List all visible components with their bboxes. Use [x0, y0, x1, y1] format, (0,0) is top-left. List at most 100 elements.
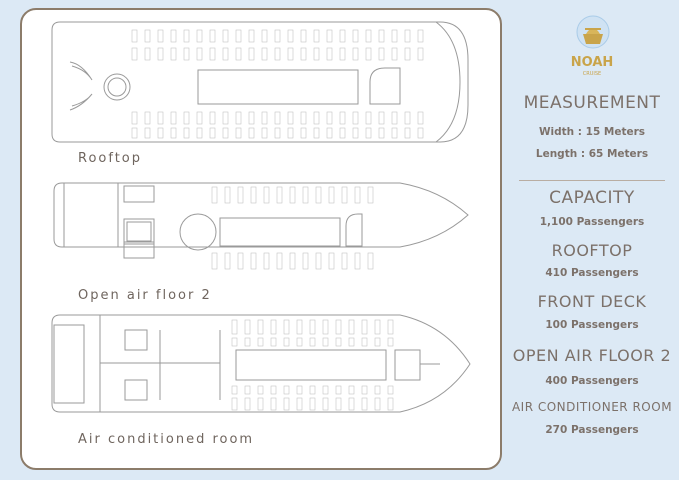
- seat-group: [361, 337, 368, 347]
- seat-group: [211, 186, 218, 204]
- seat-group: [283, 397, 290, 411]
- seat-group: [322, 385, 329, 395]
- seat-group: [235, 111, 242, 125]
- seat-group: [222, 29, 229, 43]
- seat-group: [231, 319, 238, 335]
- seat-group: [209, 127, 216, 139]
- seat-group: [326, 111, 333, 125]
- seat-group: [348, 319, 355, 335]
- rooftop-title: ROOFTOP: [551, 241, 633, 260]
- seat-group: [313, 127, 320, 139]
- measurement-title: MEASUREMENT: [523, 93, 661, 113]
- seat-group: [339, 47, 346, 61]
- seat-group: [378, 47, 385, 61]
- seat-group: [283, 337, 290, 347]
- seat-group: [157, 127, 164, 139]
- rooftop-value: 410 Passengers: [545, 267, 639, 279]
- front-deck-title: FRONT DECK: [537, 292, 647, 311]
- seat-group: [417, 47, 424, 61]
- seat-group: [237, 252, 244, 270]
- open-air-floor-2-title: OPEN AIR FLOOR 2: [512, 346, 672, 365]
- seat-group: [391, 29, 398, 43]
- seat-group: [274, 111, 281, 125]
- seat-group: [335, 385, 342, 395]
- seat-group: [231, 337, 238, 347]
- seat-group: [144, 111, 151, 125]
- seat-group: [313, 29, 320, 43]
- brand-name: NOAH: [570, 55, 614, 70]
- seat-group: [296, 337, 303, 347]
- seat-group: [378, 127, 385, 139]
- ac-room-title: AIR CONDITIONER ROOM: [511, 400, 673, 414]
- seat-group: [365, 127, 372, 139]
- seat-group: [309, 397, 316, 411]
- seat-group: [354, 186, 361, 204]
- seat-group: [283, 319, 290, 335]
- seat-group: [391, 127, 398, 139]
- seat-group: [196, 111, 203, 125]
- seat-group: [209, 47, 216, 61]
- seat-group: [313, 47, 320, 61]
- seat-group: [300, 29, 307, 43]
- seat-group: [365, 47, 372, 61]
- deck-label-rooftop: Rooftop: [78, 151, 143, 166]
- seat-group: [224, 186, 231, 204]
- seat-group: [387, 397, 394, 411]
- open-air-floor-2-plan: [53, 182, 469, 270]
- seat-group: [183, 29, 190, 43]
- seat-group: [231, 385, 238, 395]
- seat-group: [387, 319, 394, 335]
- seat-group: [276, 186, 283, 204]
- seat-group: [365, 29, 372, 43]
- seat-group: [270, 397, 277, 411]
- seat-group: [235, 47, 242, 61]
- seat-group: [287, 47, 294, 61]
- ac-room-value: 270 Passengers: [545, 424, 639, 436]
- seat-group: [300, 127, 307, 139]
- seat-group: [352, 29, 359, 43]
- seat-group: [261, 29, 268, 43]
- seat-group: [387, 337, 394, 347]
- seat-group: [283, 385, 290, 395]
- seat-group: [287, 111, 294, 125]
- seat-group: [270, 319, 277, 335]
- seat-group: [354, 252, 361, 270]
- seat-group: [339, 127, 346, 139]
- seat-group: [322, 397, 329, 411]
- seat-group: [209, 111, 216, 125]
- seat-group: [404, 127, 411, 139]
- seat-group: [404, 47, 411, 61]
- seat-group: [276, 252, 283, 270]
- seat-group: [257, 397, 264, 411]
- seat-group: [417, 29, 424, 43]
- seat-group: [131, 111, 138, 125]
- seat-group: [322, 319, 329, 335]
- seat-group: [391, 111, 398, 125]
- seat-group: [270, 385, 277, 395]
- seat-group: [302, 252, 309, 270]
- seat-group: [244, 319, 251, 335]
- seat-group: [250, 252, 257, 270]
- seat-group: [263, 252, 270, 270]
- seat-group: [339, 29, 346, 43]
- capacity-total: 1,100 Passengers: [539, 216, 645, 228]
- seat-group: [352, 47, 359, 61]
- seat-group: [209, 29, 216, 43]
- seat-group: [374, 385, 381, 395]
- seat-group: [235, 127, 242, 139]
- divider: [519, 180, 665, 181]
- seat-group: [326, 127, 333, 139]
- seat-group: [183, 47, 190, 61]
- seat-group: [211, 252, 218, 270]
- seat-group: [348, 385, 355, 395]
- seat-group: [157, 29, 164, 43]
- seat-group: [417, 127, 424, 139]
- seat-group: [196, 29, 203, 43]
- seat-group: [170, 29, 177, 43]
- seat-group: [257, 337, 264, 347]
- seat-group: [144, 127, 151, 139]
- seat-group: [391, 47, 398, 61]
- air-conditioned-room-plan: [51, 314, 471, 413]
- seat-group: [183, 127, 190, 139]
- seat-group: [352, 111, 359, 125]
